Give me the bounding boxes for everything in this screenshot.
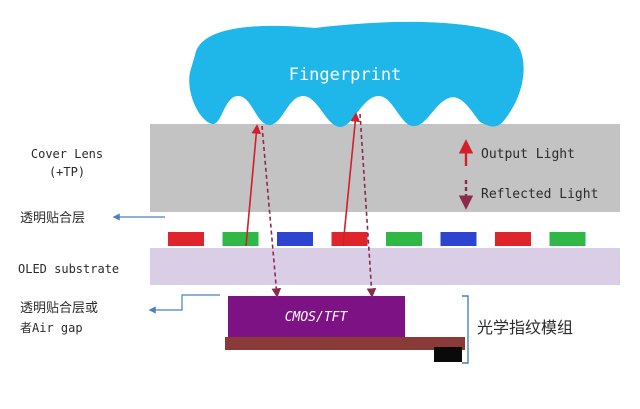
- legend-reflected-light: Reflected Light: [481, 187, 598, 202]
- subpixel-1: [168, 232, 204, 246]
- oled-substrate-label: OLED substrate: [18, 262, 119, 276]
- subpixel-4: [331, 232, 368, 246]
- output-light-ray-1: [245, 124, 262, 247]
- legend-output-light: Output Light: [481, 147, 575, 162]
- cover-lens-layer: [150, 124, 620, 212]
- adhesive-layer-label: 透明贴合层: [20, 211, 85, 226]
- air-gap-label: 者Air gap: [20, 321, 83, 335]
- sensor-chip: [434, 347, 462, 362]
- optical-fingerprint-module-label: 光学指纹模组: [477, 318, 573, 337]
- fingerprint-label: Fingerprint: [289, 65, 402, 85]
- cover-lens-label: Cover Lens: [31, 147, 103, 161]
- subpixel-7: [495, 232, 531, 246]
- cover-lens-tp-label: (+TP): [49, 165, 85, 179]
- oled-substrate-layer: [150, 248, 620, 285]
- reflected-light-ray-2: [359, 113, 377, 298]
- subpixel-2: [222, 232, 259, 246]
- adhesive-or-gap-label: 透明贴合层或: [20, 301, 98, 316]
- subpixel-5: [386, 232, 422, 246]
- output-light-ray-2: [342, 112, 361, 247]
- sensor-label: CMOS/TFT: [285, 310, 349, 325]
- cmos-tft-sensor: [228, 296, 405, 337]
- left-arrow-icon: [148, 294, 220, 314]
- subpixel-3: [277, 232, 313, 246]
- reflected-light-ray-1: [261, 125, 282, 298]
- fingerprint-shape: [189, 21, 524, 128]
- subpixel-6: [440, 232, 477, 246]
- sensor-base: [225, 337, 465, 350]
- pixel-row: [168, 232, 586, 246]
- subpixel-8: [549, 232, 586, 246]
- bracket-icon: [462, 295, 469, 364]
